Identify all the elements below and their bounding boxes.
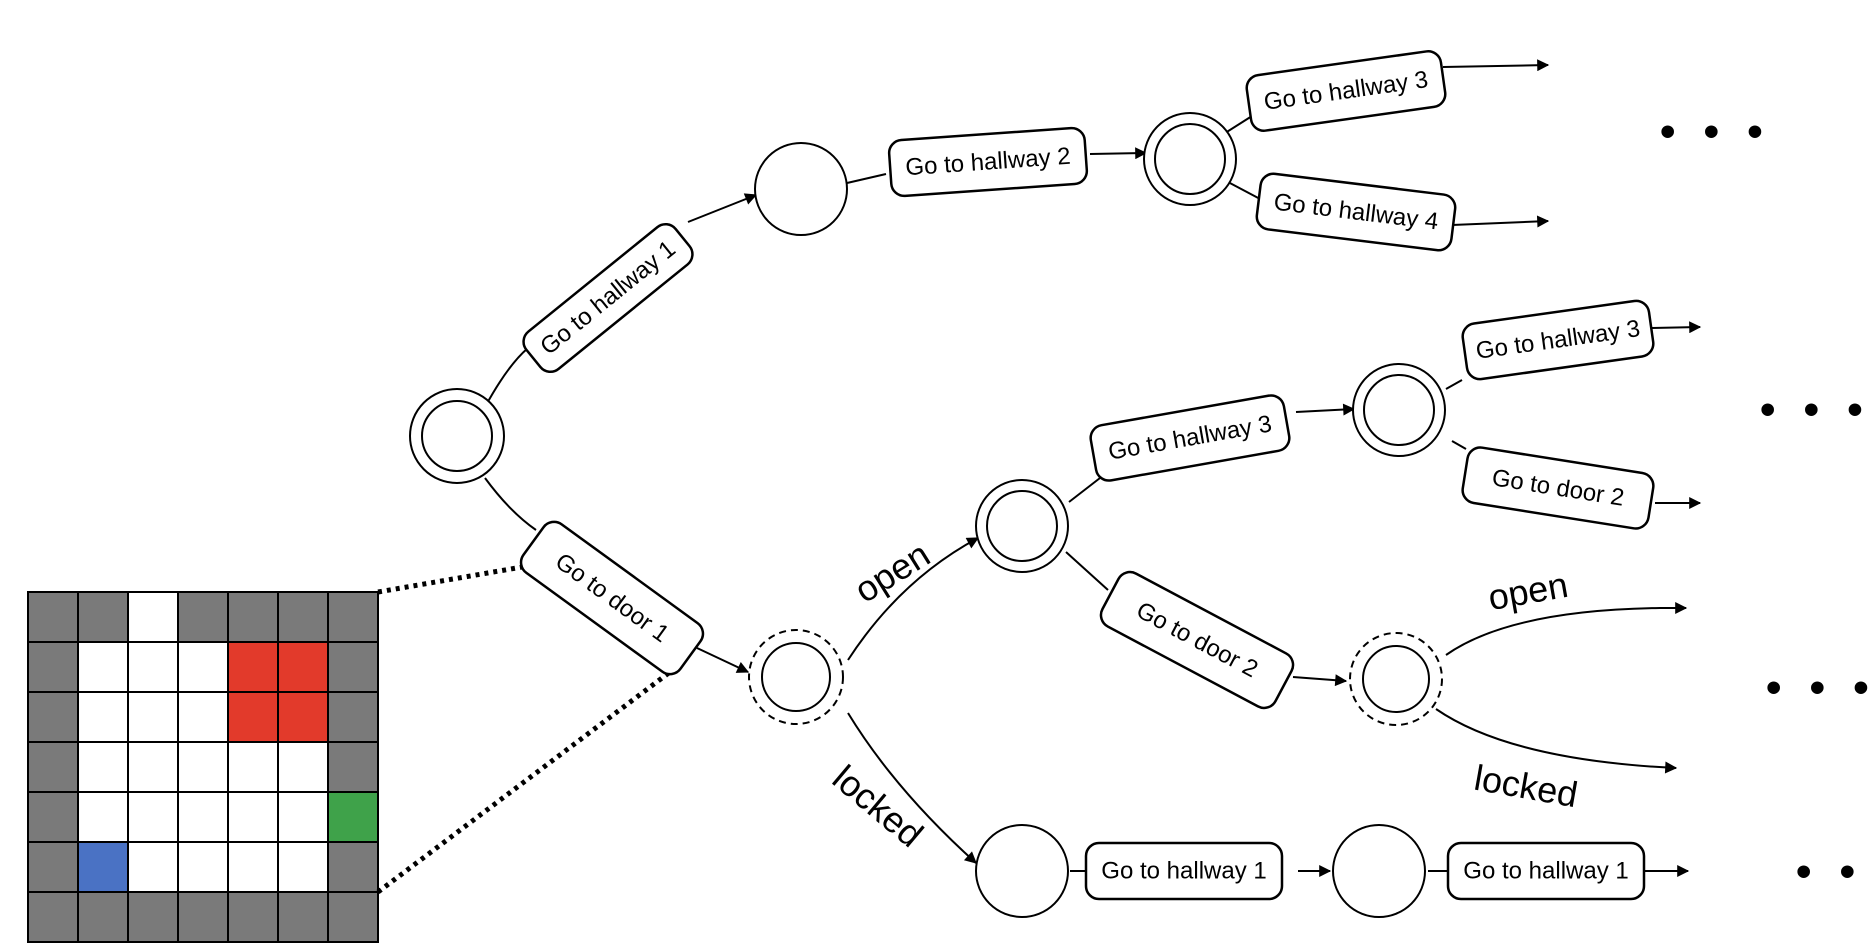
wall-cell [327,641,379,693]
wall-cell [27,591,79,643]
wall-cell [277,591,329,643]
wall-cell [27,741,79,793]
action-box: Go to door 1 [519,520,705,676]
floor-cell [227,791,279,843]
wall-cell [77,591,129,643]
outcome-label-open: open [847,533,937,610]
wall-cell [277,891,329,943]
action-label: Go to hallway 1 [1463,858,1628,885]
uncertain-node [1349,632,1443,726]
action-box: Go to hallway 4 [1255,172,1457,252]
floor-cell [227,841,279,893]
svg-text:locked: locked [825,757,931,855]
outcome-label-open: open [1485,564,1571,618]
wall-cell [27,891,79,943]
svg-text:open: open [847,533,937,610]
outcome-label-locked: locked [825,757,931,855]
floor-cell [77,641,129,693]
action-box: Go to hallway 1 [522,222,694,374]
wall-cell [327,841,379,893]
continuation-ellipsis: • • • [1796,847,1876,896]
action-box: Go to hallway 3 [1089,394,1291,482]
floor-cell [127,641,179,693]
door-cell [327,791,379,843]
floor-cell [177,841,229,893]
floor-cell [177,741,229,793]
floor-cell [127,691,179,743]
wall-cell [327,691,379,743]
action-box: Go to hallway 3 [1245,50,1447,132]
svg-text:open: open [1485,564,1571,618]
floor-cell [77,691,129,743]
wall-cell [327,591,379,643]
wall-cell [77,891,129,943]
wall-cell [27,691,79,743]
decision-node [1352,363,1446,457]
decision-node [975,479,1069,573]
gridworld-map [27,591,379,943]
wall-cell [127,891,179,943]
action-box: Go to hallway 2 [887,126,1089,198]
state-node [1332,824,1426,918]
wall-cell [227,591,279,643]
decision-node [1143,112,1237,206]
goal-cell [227,691,279,743]
wall-cell [227,891,279,943]
wall-cell [177,591,229,643]
floor-cell [227,741,279,793]
goal-cell [227,641,279,693]
floor-cell [277,841,329,893]
continuation-ellipsis: • • • [1660,107,1771,156]
zoom-connector [376,563,672,894]
action-label: Go to hallway 1 [535,235,681,360]
floor-cell [277,741,329,793]
uncertain-node [748,629,844,725]
wall-cell [327,741,379,793]
state-node [754,142,848,236]
agent-cell [77,841,129,893]
action-label: Go to hallway 1 [1101,858,1266,885]
wall-cell [27,841,79,893]
goal-cell [277,641,329,693]
wall-cell [27,791,79,843]
goal-cell [277,691,329,743]
floor-cell [77,791,129,843]
root-node [409,388,505,484]
action-box: Go to door 2 [1099,570,1295,710]
floor-cell [127,591,179,643]
continuation-ellipsis: • • • [1760,385,1871,434]
tree-edges [484,59,1702,877]
continuation-ellipsis: • • • [1766,663,1876,712]
floor-cell [177,791,229,843]
action-box: Go to hallway 1 [1084,841,1284,901]
wall-cell [177,891,229,943]
action-box: Go to hallway 3 [1461,299,1655,381]
floor-cell [127,791,179,843]
wall-cell [327,891,379,943]
tree-nodes [409,112,1446,918]
floor-cell [177,691,229,743]
floor-cell [127,841,179,893]
svg-text:locked: locked [1471,757,1581,815]
floor-cell [277,791,329,843]
outcome-label-locked: locked [1471,757,1581,815]
action-box: Go to hallway 1 [1446,841,1646,901]
floor-cell [177,641,229,693]
floor-cell [77,741,129,793]
wall-cell [27,641,79,693]
floor-cell [127,741,179,793]
action-box: Go to door 2 [1461,446,1655,530]
state-node [975,824,1069,918]
